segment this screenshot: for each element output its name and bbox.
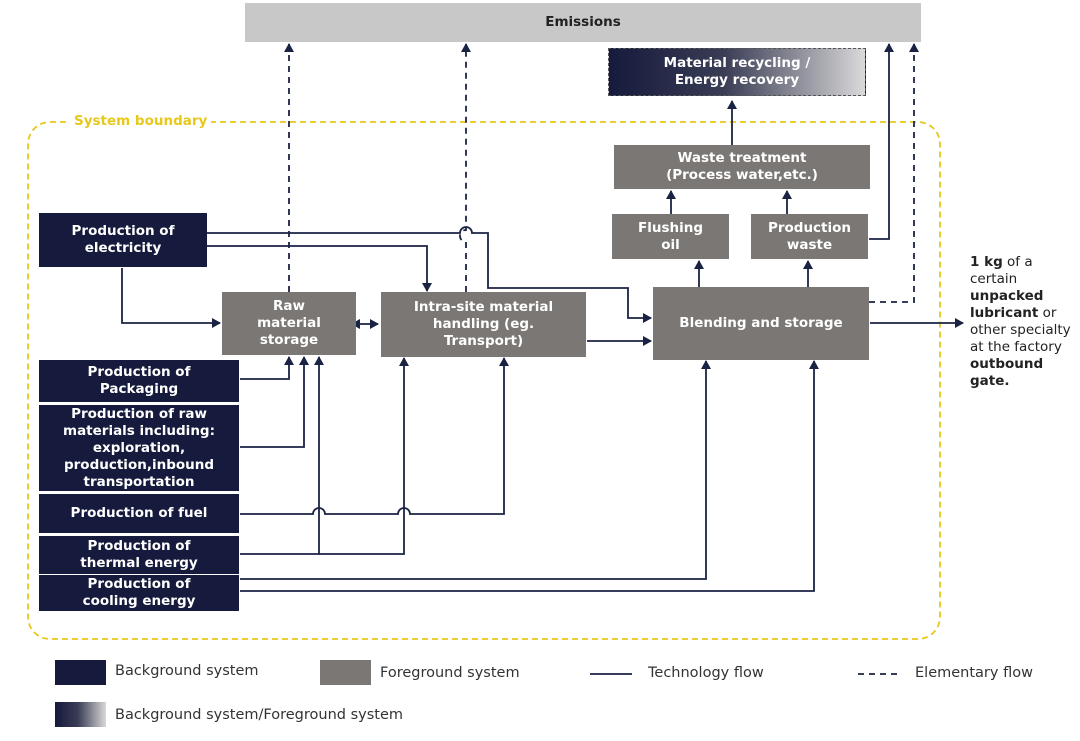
production-packaging-box: Production of Packaging	[39, 360, 239, 402]
legend-background-swatch	[55, 660, 106, 685]
blending-emission-flow	[869, 43, 919, 303]
production-fuel-box: Production of fuel	[39, 494, 239, 533]
electricity-to-raw-flow	[121, 268, 221, 328]
system-boundary	[27, 121, 941, 640]
flushing-oil-box: Flushing oil	[612, 214, 729, 259]
packaging-to-raw-flow	[240, 356, 294, 380]
electricity-to-intra-flow	[207, 245, 432, 292]
intra-site-emission-flow	[459, 43, 471, 292]
legend-mixed-label: Background system/Foreground system	[115, 707, 404, 723]
legend-mixed-swatch	[55, 702, 106, 727]
cooling-to-blending-flow	[240, 360, 819, 592]
recycling-box: Material recycling / Energy recovery	[608, 48, 866, 96]
output-text-1: of a certain	[970, 254, 1033, 287]
production-waste-box: Production waste	[751, 214, 868, 259]
legend-foreground-label: Foreground system	[380, 665, 520, 681]
legend-technology-label: Technology flow	[648, 665, 764, 681]
legend-elementary-label: Elementary flow	[915, 665, 1033, 681]
system-boundary-label: System boundary	[70, 113, 212, 129]
output-gate: outbound gate.	[970, 356, 1044, 389]
thermal-to-intra-flow	[319, 357, 409, 555]
electricity-to-blending-flow	[207, 226, 652, 323]
intra-site-handling-box: Intra-site material handling (eg. Transp…	[381, 292, 586, 357]
output-product: unpacked lubricant	[970, 288, 1044, 321]
fuel-to-intra-flow	[240, 357, 509, 515]
production-raw-materials-box: Production of raw materials including: e…	[39, 405, 239, 491]
thermal-to-blending-flow	[240, 360, 711, 580]
raw-material-storage-box: Raw material storage	[222, 292, 356, 355]
production-cooling-box: Production of cooling energy	[39, 575, 239, 611]
thermal-to-raw-flow	[240, 356, 324, 555]
output-amount: 1 kg	[970, 254, 1003, 270]
waste-treatment-box: Waste treatment (Process water,etc.)	[614, 145, 870, 189]
emissions-box: Emissions	[245, 3, 921, 42]
legend-foreground-swatch	[320, 660, 371, 685]
legend-background-label: Background system	[115, 663, 259, 679]
production-waste-emission-flow	[869, 43, 894, 240]
output-description: 1 kg of a certain unpacked lubricant or …	[970, 254, 1074, 390]
output-text-2: or other specialty at the factory	[970, 305, 1071, 355]
production-thermal-box: Production of thermal energy	[39, 536, 239, 574]
blending-storage-box: Blending and storage	[653, 287, 869, 360]
rawmat-to-raw-flow	[240, 356, 309, 448]
production-electricity-box: Production of electricity	[39, 213, 207, 267]
